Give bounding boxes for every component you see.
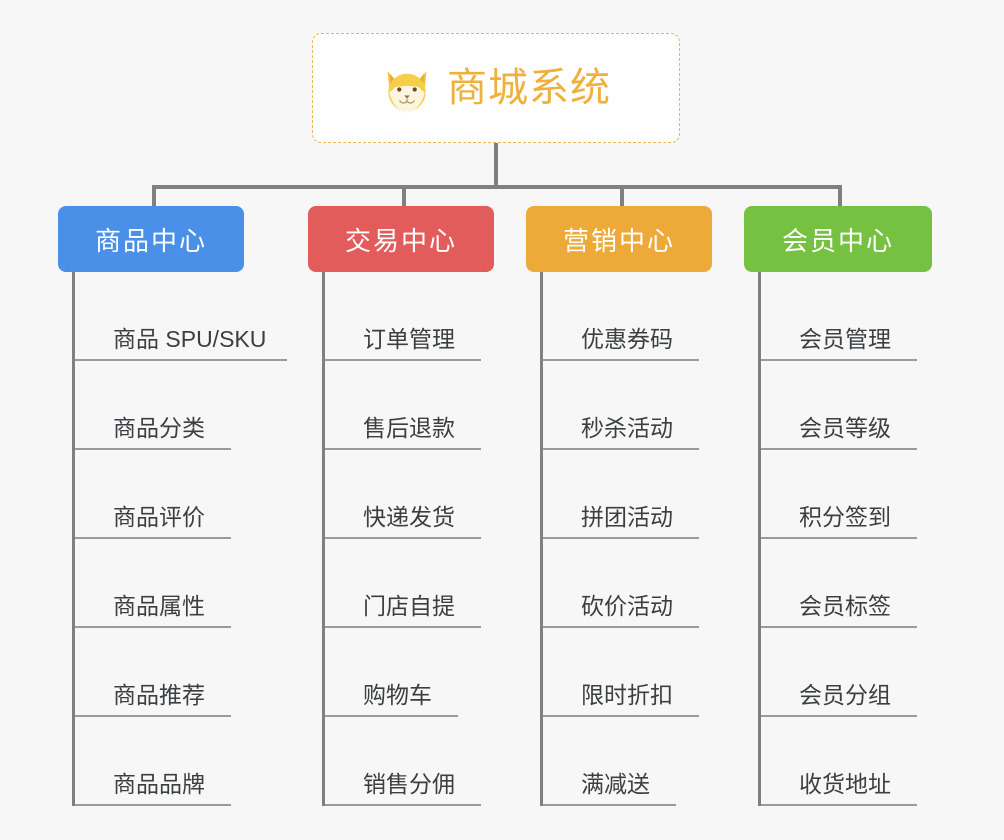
leaf-underline — [75, 359, 287, 361]
connector-root-stem — [494, 143, 498, 188]
leaf-underline — [761, 448, 917, 450]
leaf-label: 商品 SPU/SKU — [113, 326, 267, 352]
leaf-item[interactable]: 收货地址 — [761, 717, 974, 806]
leaf-item[interactable]: 秒杀活动 — [543, 361, 756, 450]
connector-drop-2 — [402, 185, 406, 207]
leaf-item[interactable]: 会员管理 — [761, 272, 974, 361]
leaf-underline — [75, 715, 231, 717]
leaf-label: 商品评价 — [113, 504, 205, 530]
leaf-underline — [325, 537, 481, 539]
connector-drop-3 — [620, 185, 624, 207]
connector-drop-1 — [152, 185, 156, 207]
leaf-item[interactable]: 快递发货 — [325, 450, 538, 539]
leaf-label: 会员标签 — [799, 593, 891, 619]
leaf-label: 售后退款 — [363, 415, 455, 441]
leaf-underline — [325, 715, 458, 717]
leaf-underline — [543, 448, 699, 450]
category-header-3[interactable]: 营销中心 — [526, 206, 712, 272]
leaf-label: 订单管理 — [363, 326, 455, 352]
leaf-label: 会员分组 — [799, 682, 891, 708]
leaf-underline — [761, 359, 917, 361]
leaf-item[interactable]: 销售分佣 — [325, 717, 538, 806]
category-header-4[interactable]: 会员中心 — [744, 206, 932, 272]
leaf-item[interactable]: 商品推荐 — [75, 628, 288, 717]
leaf-underline — [75, 626, 231, 628]
leaf-label: 会员等级 — [799, 415, 891, 441]
leaf-underline — [325, 804, 481, 806]
leaf-label: 快递发货 — [363, 504, 455, 530]
leaf-item[interactable]: 购物车 — [325, 628, 538, 717]
shiba-dog-face-icon — [381, 63, 433, 115]
leaf-label: 销售分佣 — [363, 771, 455, 797]
leaf-list-2: 订单管理 售后退款 快递发货 门店自提 购物车 销售分佣 — [322, 272, 538, 806]
leaf-label: 门店自提 — [363, 593, 455, 619]
branch-column-2: 交易中心 订单管理 售后退款 快递发货 门店自提 购物车 销售分佣 — [308, 206, 538, 806]
branch-column-3: 营销中心 优惠券码 秒杀活动 拼团活动 砍价活动 限时折扣 满减送 — [526, 206, 756, 806]
leaf-underline — [543, 804, 676, 806]
leaf-underline — [543, 537, 699, 539]
leaf-label: 拼团活动 — [581, 504, 673, 530]
category-title-2: 交易中心 — [344, 225, 457, 256]
leaf-item[interactable]: 订单管理 — [325, 272, 538, 361]
leaf-underline — [75, 804, 231, 806]
leaf-label: 满减送 — [581, 771, 650, 797]
category-title-4: 会员中心 — [781, 225, 894, 256]
leaf-underline — [543, 715, 699, 717]
leaf-item[interactable]: 商品分类 — [75, 361, 288, 450]
leaf-label: 商品属性 — [113, 593, 205, 619]
leaf-label: 砍价活动 — [581, 593, 673, 619]
leaf-item[interactable]: 会员标签 — [761, 539, 974, 628]
leaf-underline — [761, 537, 917, 539]
leaf-list-1: 商品 SPU/SKU 商品分类 商品评价 商品属性 商品推荐 商品品牌 — [72, 272, 288, 806]
category-header-2[interactable]: 交易中心 — [308, 206, 494, 272]
leaf-label: 商品推荐 — [113, 682, 205, 708]
leaf-underline — [761, 715, 917, 717]
leaf-list-4: 会员管理 会员等级 积分签到 会员标签 会员分组 收货地址 — [758, 272, 974, 806]
leaf-item[interactable]: 拼团活动 — [543, 450, 756, 539]
connector-horizontal-bus — [152, 185, 840, 189]
connector-drop-4 — [838, 185, 842, 207]
category-title-1: 商品中心 — [94, 225, 207, 256]
leaf-label: 秒杀活动 — [581, 415, 673, 441]
leaf-underline — [325, 448, 481, 450]
leaf-item[interactable]: 会员等级 — [761, 361, 974, 450]
leaf-list-3: 优惠券码 秒杀活动 拼团活动 砍价活动 限时折扣 满减送 — [540, 272, 756, 806]
leaf-label: 积分签到 — [799, 504, 891, 530]
leaf-underline — [325, 626, 481, 628]
leaf-item[interactable]: 优惠券码 — [543, 272, 756, 361]
leaf-item[interactable]: 砍价活动 — [543, 539, 756, 628]
leaf-underline — [75, 448, 231, 450]
leaf-underline — [761, 626, 917, 628]
leaf-item[interactable]: 售后退款 — [325, 361, 538, 450]
leaf-underline — [543, 626, 699, 628]
leaf-label: 限时折扣 — [581, 682, 673, 708]
leaf-label: 会员管理 — [799, 326, 891, 352]
category-header-1[interactable]: 商品中心 — [58, 206, 244, 272]
leaf-label: 商品分类 — [113, 415, 205, 441]
leaf-item[interactable]: 门店自提 — [325, 539, 538, 628]
leaf-item[interactable]: 商品品牌 — [75, 717, 288, 806]
leaf-item[interactable]: 商品 SPU/SKU — [75, 272, 288, 361]
leaf-underline — [325, 359, 481, 361]
leaf-underline — [543, 359, 699, 361]
leaf-underline — [75, 537, 231, 539]
leaf-label: 购物车 — [363, 682, 432, 708]
root-node[interactable]: 商城系统 — [312, 33, 680, 143]
leaf-item[interactable]: 会员分组 — [761, 628, 974, 717]
category-title-3: 营销中心 — [562, 225, 675, 256]
leaf-label: 优惠券码 — [581, 326, 673, 352]
leaf-item[interactable]: 限时折扣 — [543, 628, 756, 717]
branch-column-4: 会员中心 会员管理 会员等级 积分签到 会员标签 会员分组 收货地址 — [744, 206, 974, 806]
leaf-item[interactable]: 满减送 — [543, 717, 756, 806]
leaf-item[interactable]: 商品评价 — [75, 450, 288, 539]
leaf-underline — [761, 804, 917, 806]
branch-column-1: 商品中心 商品 SPU/SKU 商品分类 商品评价 商品属性 商品推荐 商品品牌 — [58, 206, 288, 806]
leaf-item[interactable]: 商品属性 — [75, 539, 288, 628]
leaf-item[interactable]: 积分签到 — [761, 450, 974, 539]
leaf-label: 收货地址 — [799, 771, 891, 797]
root-title: 商城系统 — [447, 66, 611, 110]
leaf-label: 商品品牌 — [113, 771, 205, 797]
